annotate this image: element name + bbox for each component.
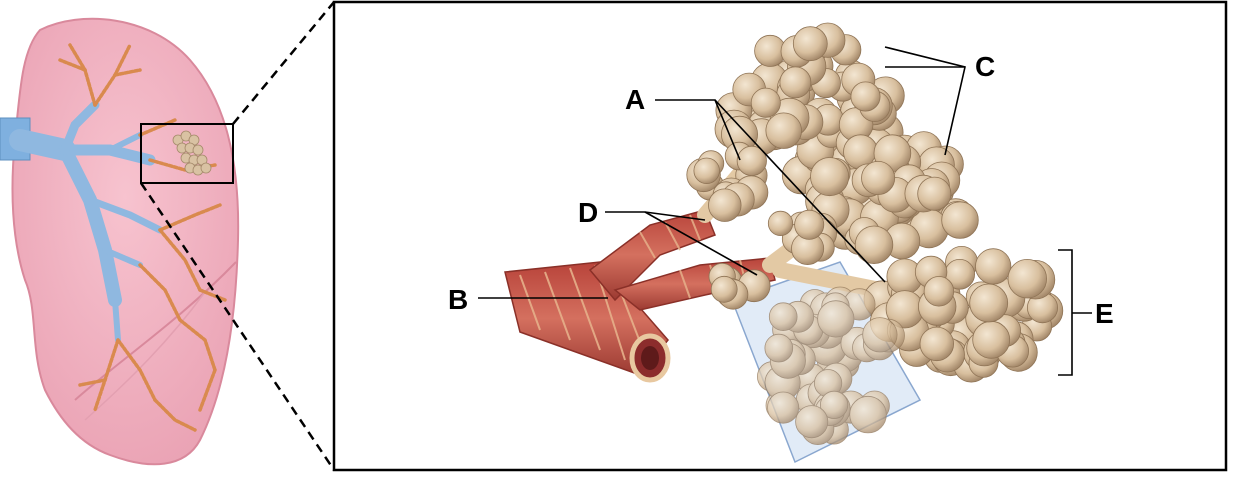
zoom-connector-bottom: [139, 182, 336, 471]
alveolus: [819, 390, 849, 419]
leader-d-2: [644, 211, 758, 276]
alveolus: [693, 157, 720, 185]
alveolus: [972, 320, 1011, 359]
alveolus: [854, 225, 894, 264]
alveolar-sac-lower-right: [863, 245, 1064, 383]
alveolus: [919, 326, 954, 362]
alveolar-clusters: [686, 22, 1064, 445]
zoom-box: [140, 123, 234, 184]
alveolus: [975, 248, 1012, 285]
alveolus: [862, 317, 898, 353]
alveolus: [1007, 259, 1048, 299]
bronchioles: [58, 43, 227, 432]
alveolus: [850, 81, 881, 112]
alveolus: [849, 395, 887, 434]
label-c: C: [975, 51, 996, 82]
label-e: E: [1095, 298, 1114, 329]
alveolar-sac-sectioned: [756, 286, 905, 445]
alveolus: [917, 176, 952, 211]
bronchial-tree: [9, 100, 164, 343]
alveolus: [767, 391, 800, 424]
alveolus: [710, 275, 738, 303]
alveolus: [708, 188, 742, 222]
alveolar-duct: [772, 262, 888, 298]
small-alveolar-cluster: [172, 130, 212, 176]
alveolus: [861, 160, 896, 195]
label-b: B: [448, 284, 469, 315]
alveolus: [764, 333, 794, 363]
alveolus: [779, 66, 812, 99]
alveolus: [794, 209, 825, 240]
alveolus: [750, 87, 781, 118]
label-d: D: [578, 197, 599, 228]
alveolar-sac-upper: [714, 22, 905, 195]
alveolus: [941, 201, 979, 239]
alveoli-near-tube: [708, 262, 771, 310]
alveolus: [792, 26, 828, 62]
alveolus: [795, 405, 829, 439]
leader-lines: [478, 46, 1092, 376]
alveolus: [817, 300, 855, 338]
alveolus: [923, 276, 955, 307]
alveolar-sac-middle-base: [767, 209, 838, 265]
label-a: A: [625, 84, 646, 115]
lung-fissure: [74, 261, 237, 401]
leader-a-2: [714, 99, 886, 283]
alveolus: [969, 283, 1009, 323]
alveolar-sac-upper-base: [686, 141, 769, 222]
lung-illustration: [0, 17, 240, 466]
alveolus: [767, 210, 794, 236]
alveolus: [765, 112, 802, 149]
alveolus: [768, 302, 798, 332]
lung-fissure-lower: [84, 291, 206, 421]
alveolus: [810, 157, 850, 197]
zoom-connector-top: [232, 1, 335, 125]
alveolar-sac-middle: [804, 131, 979, 264]
